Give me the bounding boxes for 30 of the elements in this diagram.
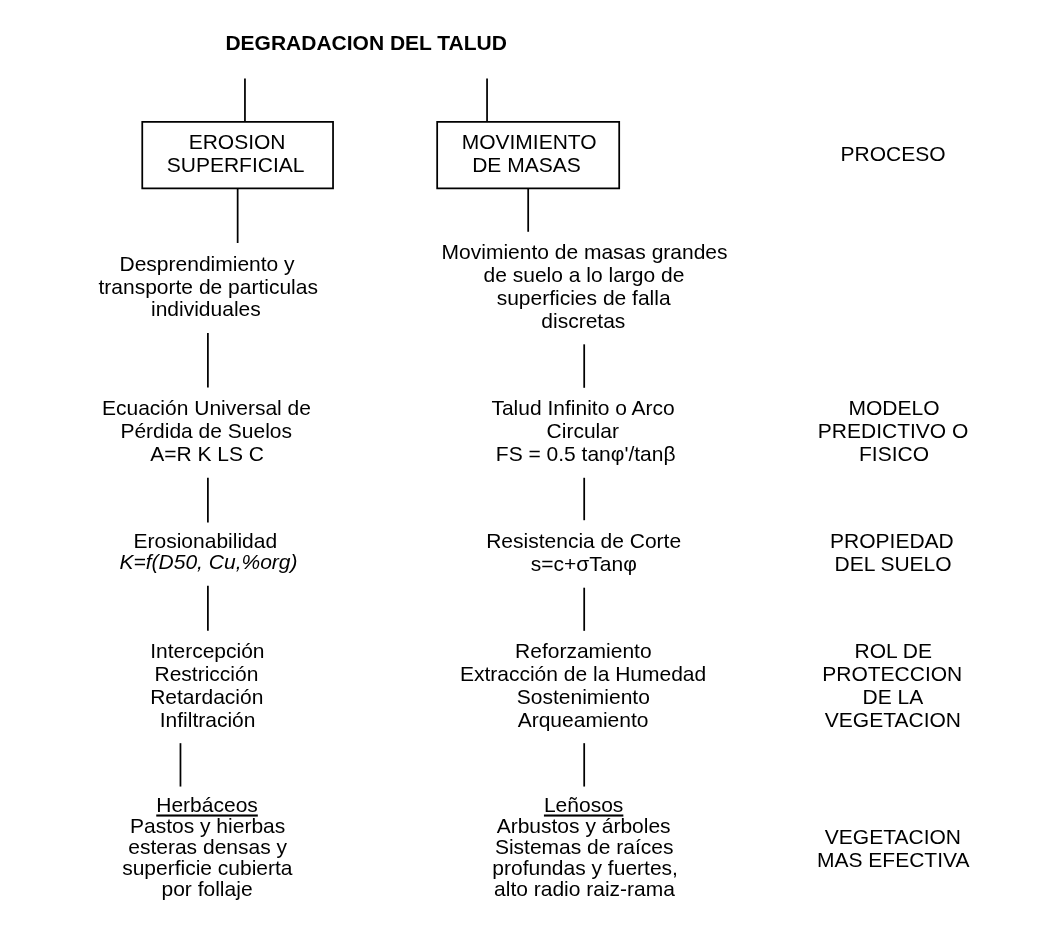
label: VEGETACION MAS EFECTIVA xyxy=(816,824,969,871)
node-text: DEGRADACION DEL TALUD xyxy=(224,31,507,55)
connector xyxy=(485,77,488,123)
connector xyxy=(582,586,585,632)
connector xyxy=(206,476,209,524)
connector xyxy=(582,742,585,788)
node-text: Ecuación Universal de Pérdida de Suelos A=R K LS C xyxy=(101,396,311,465)
node-text: Erosionabilidad K=f(D50, Cu,%org) xyxy=(119,529,298,574)
label: PROPIEDAD DEL SUELO xyxy=(829,529,954,575)
label: MODELO PREDICTIVO O FISICO xyxy=(817,396,968,465)
connector xyxy=(582,343,585,389)
connector xyxy=(526,187,529,233)
node-text: Movimiento de masas grandes de suelo a lo largo de superficies de falla discretas xyxy=(441,240,728,332)
connector xyxy=(243,77,246,123)
connector xyxy=(582,476,585,522)
node-text: Leñosos Arbustos y árboles Sistemas de raíces profundas y fuertes, alto radio raiz-rama xyxy=(491,793,678,901)
connector xyxy=(179,742,181,788)
node-text: Resistencia de Corte s=c+σTanφ xyxy=(485,529,681,575)
node-text: Talud Infinito o Arco Circular FS = 0.5 tanφ'/tanβ xyxy=(490,396,676,465)
node-text: Herbáceos Pastos y hierbas esteras densas y superficie cubierta por follaje xyxy=(121,793,293,901)
connector xyxy=(206,584,209,632)
connector xyxy=(236,187,239,244)
node-text: Desprendimiento y transporte de particulas individuales xyxy=(98,251,318,321)
node-text: Intercepción Restricción Retardación Infiltración xyxy=(149,639,265,731)
node-box: EROSION SUPERFICIAL xyxy=(140,120,334,190)
node-box: MOVIMIENTO DE MASAS xyxy=(435,120,620,190)
node-text: Reforzamiento Extracción de la Humedad Sostenimiento Arqueamiento xyxy=(459,639,706,731)
label: ROL DE PROTECCION DE LA VEGETACION xyxy=(821,639,962,731)
connector xyxy=(206,332,209,389)
label: PROCESO xyxy=(840,141,946,165)
